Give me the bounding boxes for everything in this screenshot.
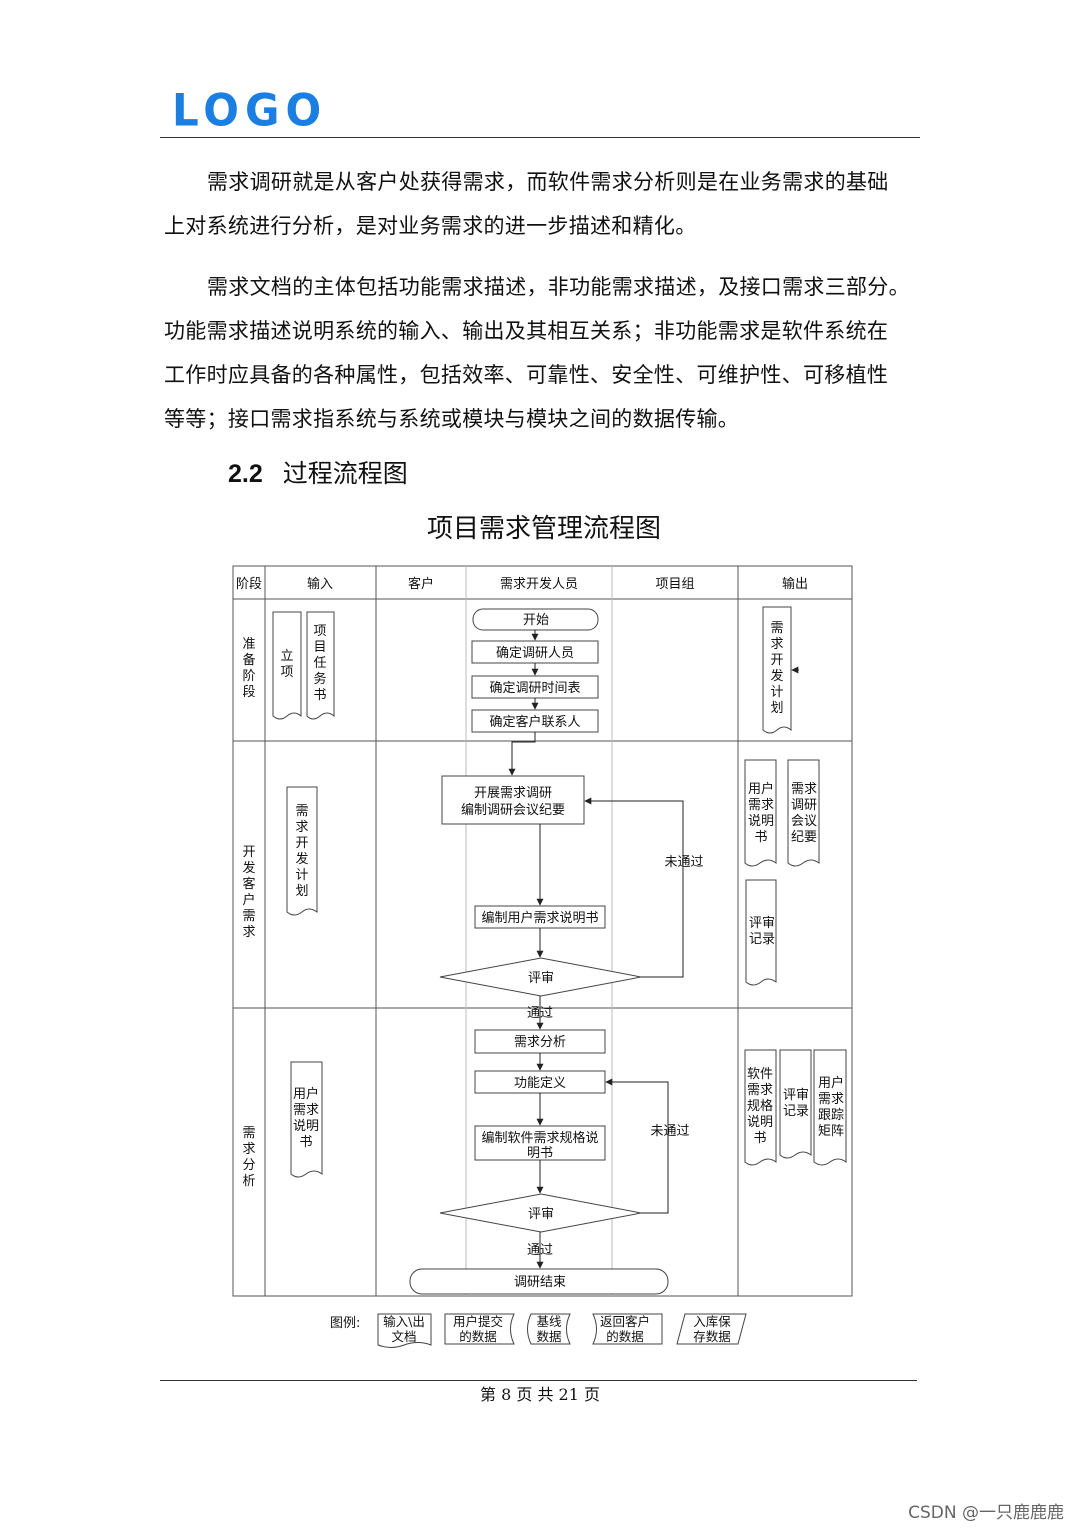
section-number: 2.2: [228, 460, 263, 488]
label-fail-2: 未通过: [650, 1124, 689, 1139]
box-step-6: [474, 1029, 606, 1054]
output-tracking-matrix: 用户需求跟踪矩阵: [818, 1075, 844, 1139]
label-pass-2: 通过: [527, 1243, 553, 1258]
col-header-developer: 需求开发人员: [500, 576, 578, 592]
legend-5-line-2: 存数据: [693, 1329, 731, 1344]
decision-review-1: [439, 957, 642, 997]
end-terminal: [409, 1268, 669, 1295]
label-step-3: 确定客户联系人: [489, 714, 580, 730]
legend-shape-storage: [676, 1313, 747, 1345]
decision-review-2: [439, 1193, 642, 1233]
stage-label-analysis: 需求分析: [242, 1126, 255, 1189]
doc-shape-output-5: [744, 1049, 777, 1166]
label-step-8a: 编制软件需求规格说: [481, 1130, 598, 1146]
header-rule: [160, 137, 920, 138]
output-review-record-1: 评审记录: [749, 916, 775, 947]
output-review-record-2: 评审记录: [783, 1088, 809, 1119]
doc-shape-output-1: [762, 606, 792, 734]
legend-3-line-1: 基线: [536, 1314, 562, 1329]
doc-shape-output-4: [745, 879, 777, 986]
legend-2-line-2: 的数据: [459, 1329, 497, 1344]
legend-3-line-2: 数据: [536, 1329, 561, 1344]
legend-1-line-2: 文档: [391, 1329, 416, 1344]
label-review-1: 评审: [528, 971, 554, 986]
paragraph-1: 需求调研就是从客户处获得需求，而软件需求分析则是在业务需求的基础 上对系统进行分…: [164, 160, 924, 248]
paragraph-2-line-3: 工作时应具备的各种属性，包括效率、可靠性、安全性、可维护性、可移植性: [164, 363, 889, 387]
legend-label: 图例:: [330, 1316, 360, 1331]
col-header-input: 输入: [307, 576, 333, 592]
paragraph-1-line-2: 上对系统进行分析，是对业务需求的进一步描述和精化。: [164, 214, 697, 238]
input-user-req-spec: 用户需求说明书: [293, 1086, 319, 1150]
logo: LOGO: [172, 84, 328, 137]
input-task-book: 项目任务书: [313, 624, 326, 703]
legend-4-line-1: 返回客户: [600, 1314, 650, 1329]
legend-shape-user-data: [444, 1313, 515, 1345]
input-lixiang: 立项: [280, 649, 293, 680]
label-step-5: 编制用户需求说明书: [481, 910, 598, 926]
box-step-7: [474, 1070, 606, 1094]
label-step-7: 功能定义: [514, 1076, 566, 1091]
box-step-2: [471, 675, 599, 699]
doc-shape-input-4: [290, 1061, 323, 1178]
legend-shape-baseline: [527, 1313, 571, 1345]
input-dev-plan: 需求开发计划: [295, 804, 308, 899]
footer-rule: [160, 1380, 917, 1381]
doc-shape-output-6: [779, 1049, 812, 1159]
doc-shape-input-1: [272, 611, 302, 720]
label-start: 开始: [523, 613, 549, 628]
legend-2-line-1: 用户提交: [453, 1314, 503, 1329]
paragraph-1-line-1: 需求调研就是从客户处获得需求，而软件需求分析则是在业务需求的基础: [207, 170, 889, 194]
label-step-4b: 编制调研会议纪要: [461, 803, 565, 818]
section-title: 过程流程图: [282, 459, 408, 488]
legend-shape-doc: [377, 1313, 432, 1348]
box-step-5: [474, 905, 606, 929]
label-step-8b: 明书: [527, 1146, 553, 1161]
legend-4-line-2: 的数据: [606, 1329, 644, 1344]
label-step-6: 需求分析: [514, 1035, 566, 1050]
section-heading: 2.2 过程流程图: [228, 454, 408, 490]
doc-shape-output-2: [744, 759, 777, 867]
box-step-8: [474, 1125, 606, 1161]
paragraph-2: 需求文档的主体包括功能需求描述，非功能需求描述，及接口需求三部分。 功能需求描述…: [164, 265, 924, 441]
label-review-2: 评审: [528, 1207, 554, 1222]
output-dev-plan: 需求开发计划: [770, 621, 783, 716]
box-step-1: [471, 640, 599, 664]
col-header-stage: 阶段: [236, 577, 262, 592]
label-step-2: 确定调研时间表: [489, 681, 580, 696]
watermark: CSDN @一只鹿鹿鹿: [908, 1503, 1064, 1523]
col-header-output: 输出: [782, 576, 808, 592]
swimlane-grid: [232, 565, 853, 1297]
col-header-project-team: 项目组: [655, 577, 694, 592]
label-end: 调研结束: [514, 1275, 566, 1290]
box-step-3: [471, 709, 599, 733]
paragraph-2-line-4: 等等；接口需求指系统与系统或模块与模块之间的数据传输。: [164, 407, 740, 431]
col-header-customer: 客户: [408, 576, 434, 592]
paragraph-2-line-2: 功能需求描述说明系统的输入、输出及其相互关系；非功能需求是软件系统在: [164, 319, 889, 343]
label-step-1: 确定调研人员: [496, 646, 574, 661]
label-fail-1: 未通过: [664, 855, 703, 870]
box-step-4: [441, 775, 585, 825]
output-meeting-minutes: 需求调研会议纪要: [791, 782, 817, 845]
doc-shape-output-7: [813, 1049, 847, 1166]
flowchart-title: 项目需求管理流程图: [426, 514, 661, 544]
label-step-4a: 开展需求调研: [474, 786, 552, 801]
stage-label-develop: 开发客户需求: [242, 845, 255, 940]
legend-5-line-1: 入库保: [693, 1314, 731, 1329]
doc-shape-input-2: [306, 611, 335, 720]
legend-1-line-1: 输入\出: [383, 1314, 425, 1329]
label-pass-1: 通过: [527, 1006, 553, 1021]
start-terminal: [472, 608, 599, 631]
page-footer: 第 8 页 共 21 页: [480, 1385, 600, 1404]
legend-shape-return: [592, 1313, 663, 1345]
output-software-req-spec: 软件需求规格说明书: [747, 1067, 773, 1146]
paragraph-2-line-1: 需求文档的主体包括功能需求描述，非功能需求描述，及接口需求三部分。: [207, 275, 910, 299]
output-user-req-spec: 用户需求说明书: [748, 781, 774, 845]
doc-shape-input-3: [286, 786, 318, 916]
stage-label-prepare: 准备阶段: [242, 637, 255, 700]
doc-shape-output-3: [787, 759, 820, 867]
